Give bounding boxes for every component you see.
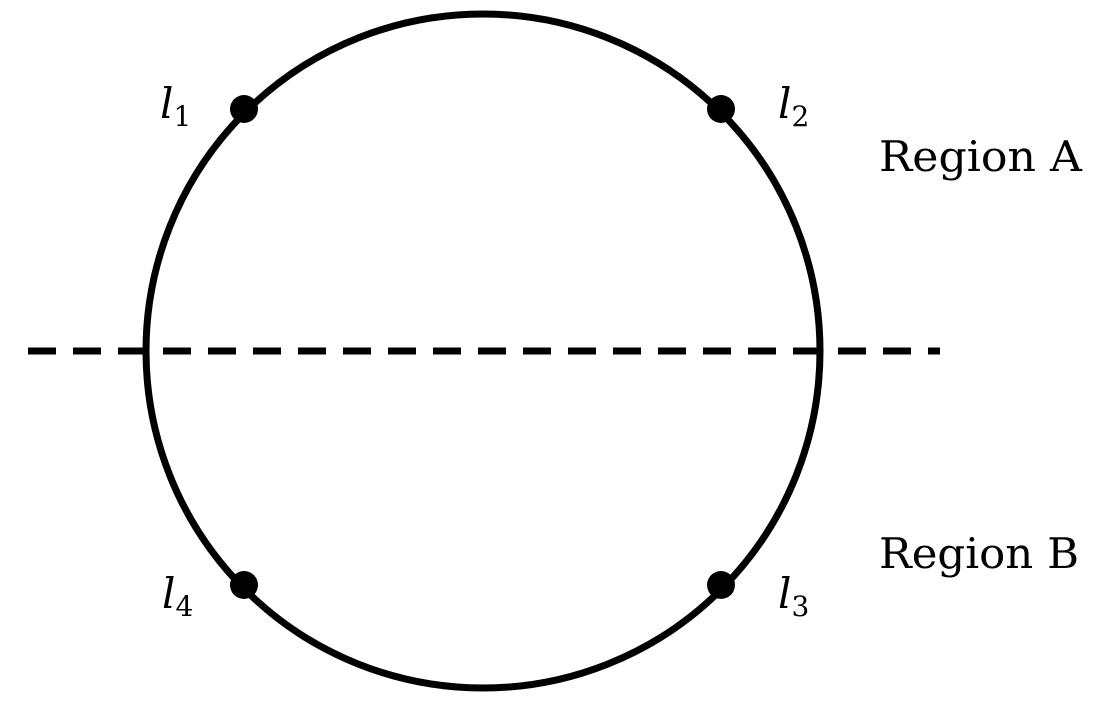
label-l1: l1	[160, 79, 191, 133]
label-l3: l3	[778, 569, 809, 623]
point-l2	[707, 95, 735, 123]
region-a-label: Region A	[879, 132, 1083, 181]
label-l2: l2	[778, 79, 809, 133]
point-l1	[230, 95, 258, 123]
point-l4	[230, 571, 258, 599]
region-b-label: Region B	[879, 529, 1079, 578]
label-l4: l4	[162, 569, 193, 623]
point-l3	[707, 571, 735, 599]
